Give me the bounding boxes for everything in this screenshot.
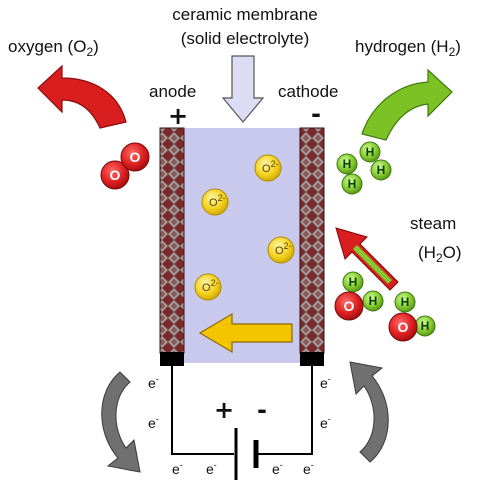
anode-terminal <box>160 352 184 366</box>
electron: e- <box>320 414 331 431</box>
svg-text:H: H <box>369 294 378 308</box>
electron-flow-arrow-right <box>349 361 389 463</box>
hydrogen-label: hydrogen (H2) <box>355 37 461 59</box>
svg-text:O2-: O2- <box>275 241 292 257</box>
svg-text:H: H <box>366 145 375 159</box>
membrane-title-line2: (solid electrolyte) <box>181 29 310 48</box>
oxygen-molecule: O O <box>100 142 150 190</box>
svg-text:O: O <box>110 167 121 183</box>
electron: e- <box>303 460 314 477</box>
battery-minus-sign: - <box>257 396 267 424</box>
oxygen-label: oxygen (O2) <box>8 37 99 59</box>
svg-text:O2-: O2- <box>209 193 226 209</box>
cathode-sign: - <box>311 100 321 128</box>
hydrogen-molecule: H H <box>336 153 363 195</box>
hydrogen-out-arrow <box>361 68 453 141</box>
electron: e- <box>320 374 331 391</box>
oxygen-out-arrow <box>37 64 127 129</box>
electron: e- <box>148 414 159 431</box>
svg-text:H: H <box>421 319 430 333</box>
svg-text:H: H <box>349 275 358 289</box>
electron-labels: e- e- e- e- e- e- e- e- <box>148 374 331 477</box>
circuit-wire-left <box>171 366 234 455</box>
electron: e- <box>148 374 159 391</box>
svg-text:O: O <box>344 298 355 314</box>
anode-label: anode <box>149 82 196 101</box>
electron: e- <box>172 460 183 477</box>
svg-text:H: H <box>343 157 352 171</box>
battery-plus-sign: + <box>214 396 234 424</box>
svg-text:H: H <box>401 295 410 309</box>
water-molecule: H H O <box>388 291 436 342</box>
oxide-ion: O2- <box>254 154 282 182</box>
steam-in-arrow <box>335 227 399 291</box>
svg-text:O2-: O2- <box>202 278 219 294</box>
svg-text:H: H <box>377 163 386 177</box>
cathode-electrode <box>299 127 325 354</box>
ion-flow-arrow <box>198 312 293 354</box>
oxide-ion: O2- <box>267 236 295 264</box>
steam-label: steam <box>410 214 456 233</box>
anode-electrode <box>159 127 185 354</box>
membrane-title-line1: ceramic membrane <box>172 5 318 24</box>
svg-text:O2-: O2- <box>262 159 279 175</box>
electron: e- <box>206 460 217 477</box>
cathode-terminal <box>300 352 324 366</box>
anode-sign: + <box>168 102 188 130</box>
oxide-ion: O2- <box>194 273 222 301</box>
water-molecule: H H O <box>334 271 384 321</box>
hydrogen-molecule: H H <box>359 141 392 181</box>
steam-formula: (H2O) <box>418 243 462 265</box>
membrane-pointer-arrow <box>221 55 265 123</box>
electron-flow-arrow-left <box>101 371 141 473</box>
svg-text:H: H <box>348 177 357 191</box>
circuit-wire-right <box>258 366 313 455</box>
svg-text:O: O <box>398 319 409 335</box>
cathode-label: cathode <box>278 82 339 101</box>
oxide-ion: O2- <box>201 188 229 216</box>
svg-text:O: O <box>130 149 141 165</box>
electron: e- <box>272 460 283 477</box>
